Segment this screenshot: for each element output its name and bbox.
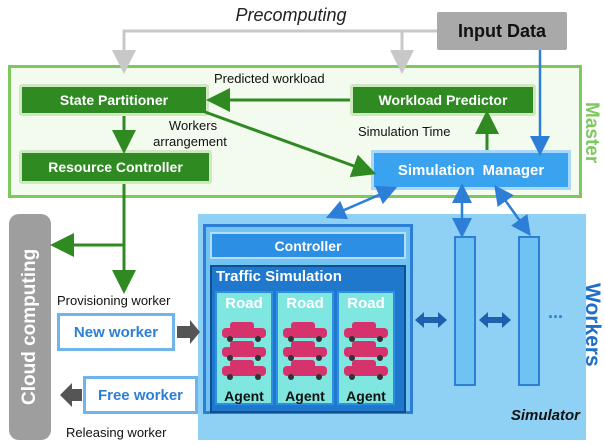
predicted-workload-label: Predicted workload: [214, 71, 325, 86]
simulator-label: Simulator: [510, 407, 580, 424]
input-data-box: Input Data: [437, 12, 567, 50]
simulation-manager-label-1: Simulation: [397, 161, 475, 179]
master-label: Master: [581, 101, 602, 164]
new-worker-arrow: [177, 320, 200, 344]
agent-label: Agent: [346, 388, 386, 404]
manager-to-controller-arrow: [325, 185, 398, 220]
car-icon: [344, 322, 388, 380]
manager-to-worker-arrow: [494, 184, 531, 237]
agent-label: Agent: [285, 388, 325, 404]
simulation-manager-label-2: Manager: [482, 161, 545, 179]
free-worker-arrow: [60, 383, 82, 407]
exchange-arrow: [479, 312, 511, 328]
road-label: Road: [225, 295, 263, 312]
car-icon: [283, 322, 327, 380]
new-worker-box: New worker: [57, 313, 175, 351]
workers-arrangement-label-2: arrangement: [153, 134, 227, 149]
road-label: Road: [286, 295, 324, 312]
simulation-time-label: Simulation Time: [358, 124, 451, 139]
workload-predictor-box: Workload Predictor: [350, 84, 536, 116]
exchange-arrow: [415, 312, 447, 328]
worker-simulator-column: [518, 236, 540, 386]
workers-label: Workers: [581, 283, 604, 367]
car-icon: [222, 322, 266, 380]
workers-arrangement-arrow: [204, 110, 377, 178]
controller-box: Controller: [210, 232, 406, 259]
traffic-simulation-label: Traffic Simulation: [216, 268, 342, 285]
state-partitioner-box: State Partitioner: [19, 84, 209, 116]
road-label: Road: [347, 295, 385, 312]
free-worker-box: Free worker: [83, 376, 198, 414]
controller-to-cloud-arrow: [50, 184, 126, 257]
workers-arrangement-label-1: Workers: [168, 118, 218, 133]
agent-label: Agent: [224, 388, 264, 404]
releasing-worker-label: Releasing worker: [66, 425, 167, 440]
more-workers-ellipsis: ...: [548, 302, 564, 322]
cloud-computing-box: [9, 214, 51, 440]
precomputing-arrow: [112, 29, 437, 74]
precomputing-label: Precomputing: [235, 5, 347, 25]
provisioning-worker-label: Provisioning worker: [57, 293, 171, 308]
